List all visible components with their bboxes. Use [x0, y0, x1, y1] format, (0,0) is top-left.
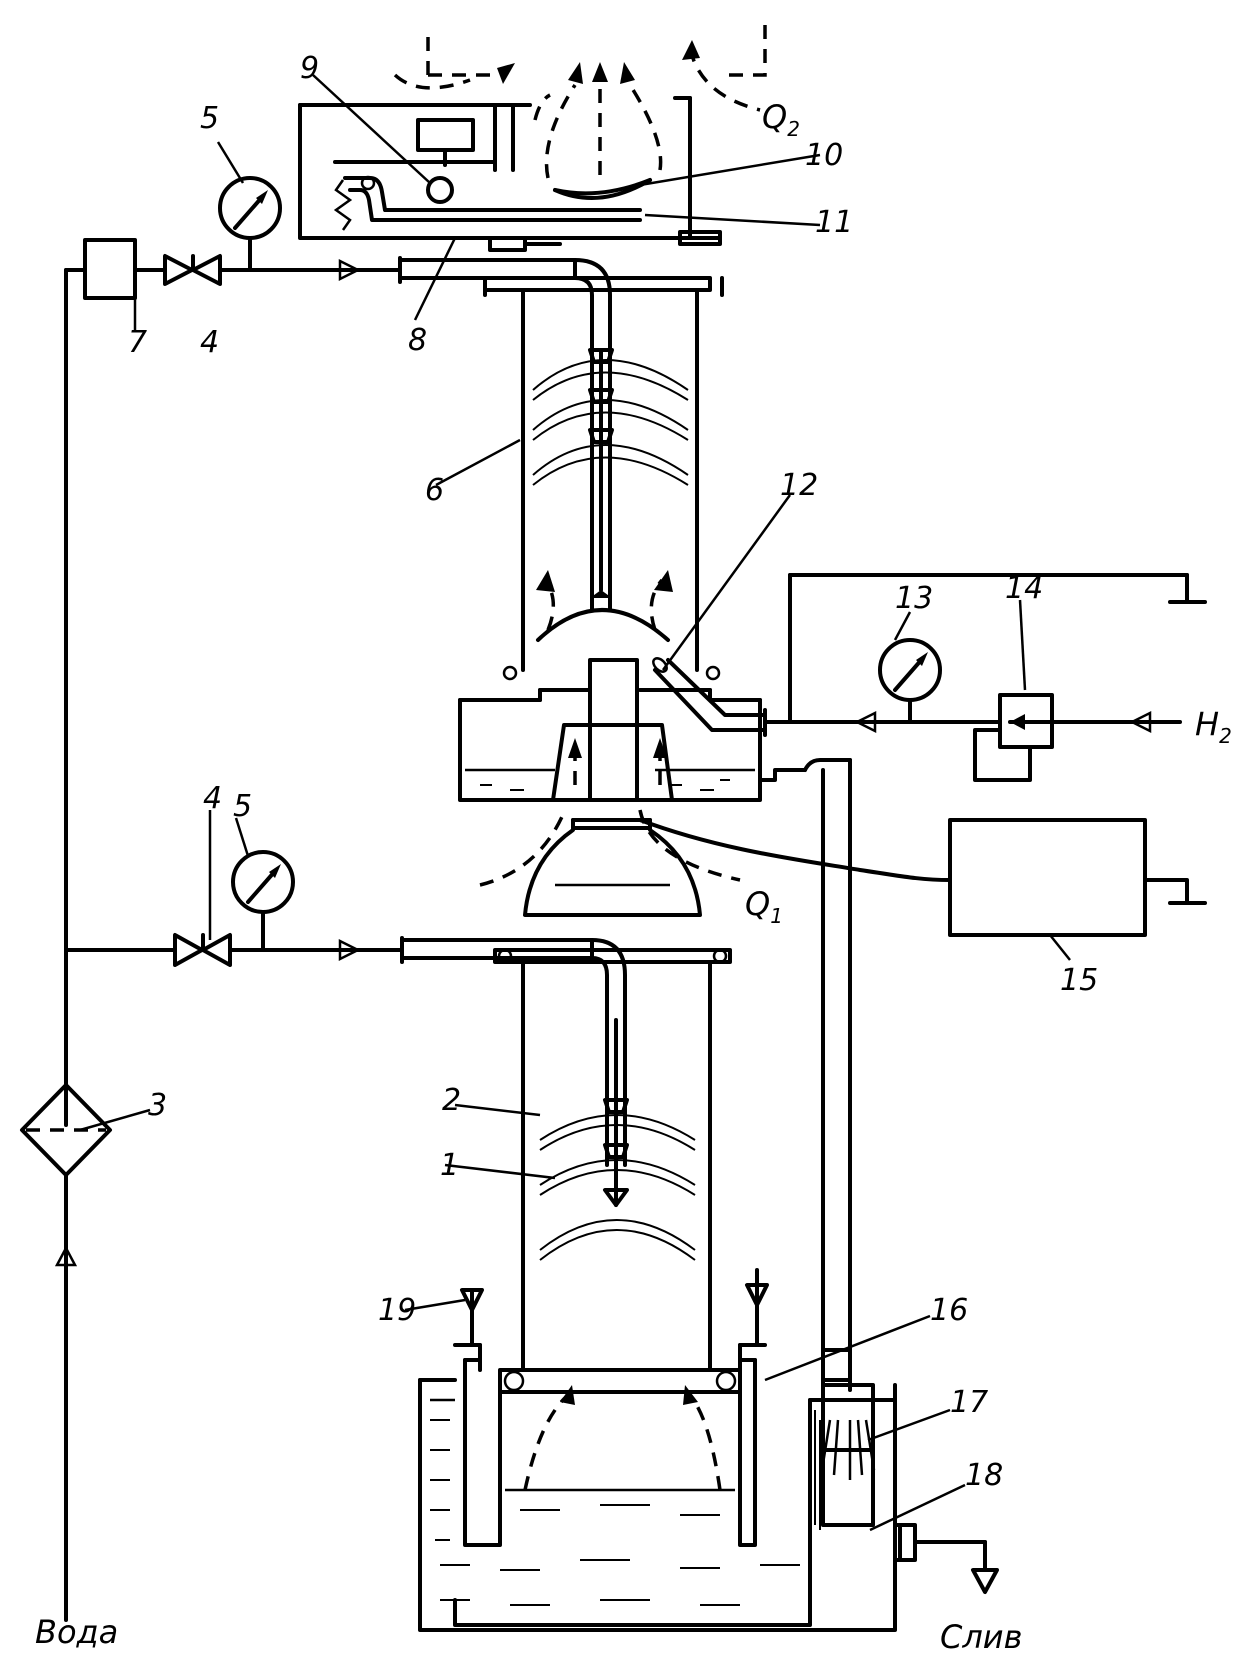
device-7	[83, 238, 137, 300]
label-11: 11	[815, 205, 853, 240]
label-3: 3	[148, 1088, 167, 1123]
label-5-lower: 5	[233, 789, 252, 824]
lower-column	[493, 818, 732, 1372]
label-4-lower: 4	[203, 781, 222, 816]
gauge-5-lower	[231, 850, 295, 914]
leader-lines	[79, 74, 1071, 1532]
label-10: 10	[805, 138, 843, 173]
filter-3	[20, 1083, 112, 1177]
label-4-upper: 4	[200, 325, 219, 360]
heat-element-10	[553, 178, 652, 200]
label-9: 9	[300, 51, 319, 86]
check-arrow-upper	[338, 258, 361, 282]
base-tank	[418, 1268, 999, 1632]
label-17: 17	[950, 1385, 988, 1420]
label-5-upper: 5	[200, 101, 219, 136]
burner-cone	[551, 723, 674, 802]
label-18: 18	[965, 1458, 1003, 1493]
upper-column-6	[483, 276, 724, 681]
base-plate-16	[498, 1368, 742, 1394]
valve-4-upper-left	[163, 254, 194, 286]
valve-4-upper-right	[191, 254, 222, 286]
label-1: 1	[440, 1148, 459, 1183]
label-2: 2	[442, 1083, 461, 1118]
device-15	[948, 818, 1147, 937]
label-6: 6	[425, 473, 444, 508]
label-8: 8	[408, 323, 427, 358]
indicator-box	[416, 118, 475, 152]
check-arrow-lower	[338, 938, 361, 962]
drain-cup-17	[821, 1383, 875, 1527]
labels: 5 9 10 11 7 4 8 6 12 13 14 15 5 4 3 2 1 …	[35, 51, 1232, 1655]
gauge-13	[878, 638, 942, 702]
water-inlet-arrow	[54, 1245, 78, 1267]
middle-block	[458, 573, 1207, 1392]
top-exhaust-flow	[393, 25, 767, 179]
float-9	[426, 176, 454, 204]
label-q2: Q2	[762, 98, 800, 141]
label-12: 12	[780, 468, 818, 503]
label-drain: Слив	[940, 1618, 1022, 1655]
label-13: 13	[895, 581, 933, 616]
lower-feed-line	[173, 850, 627, 1167]
water-supply-line	[54, 268, 177, 1622]
label-q1: Q1	[745, 885, 783, 928]
label-h2: H2	[1195, 705, 1232, 748]
label-16: 16	[930, 1293, 968, 1328]
top-housing	[298, 96, 722, 252]
label-15: 15	[1060, 963, 1098, 998]
label-19: 19	[378, 1293, 416, 1328]
label-7: 7	[128, 325, 147, 360]
valve-4-lower-right	[201, 933, 232, 967]
label-water: Вода	[35, 1613, 118, 1651]
gauge-5-upper	[218, 176, 282, 240]
burner-tube	[588, 658, 639, 802]
label-14: 14	[1005, 571, 1043, 606]
valve-4-lower-left	[173, 933, 204, 967]
